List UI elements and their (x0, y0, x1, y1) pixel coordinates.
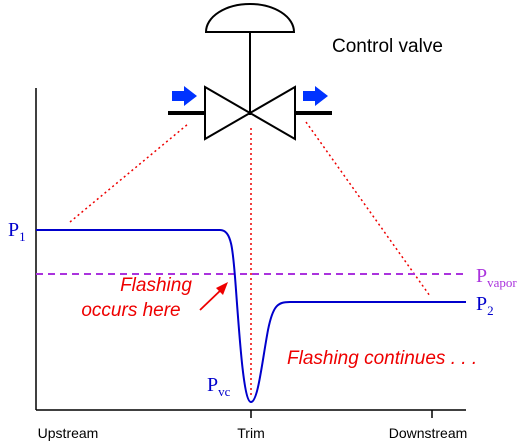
x-label-downstream: Downstream (389, 425, 468, 441)
annotation-flashing-continues: Flashing continues . . . (287, 348, 477, 369)
dotted-guide-lines (69, 121, 431, 398)
annotation-flashing-line2: occurs here (81, 300, 180, 321)
outlet-flow-arrow-icon (303, 86, 328, 106)
label-pvapor: Pvapor (476, 265, 517, 290)
label-p1: P1 (8, 219, 26, 244)
pressure-curve (36, 229, 466, 404)
x-label-upstream: Upstream (38, 425, 99, 441)
annotation-flashing-line1: Flashing (120, 275, 192, 296)
guide-upstream (69, 123, 189, 223)
control-valve-icon (168, 85, 332, 141)
inlet-flow-arrow-icon (172, 86, 197, 106)
guide-downstream (305, 121, 431, 297)
annotation-arrow-icon (199, 282, 228, 311)
label-pvc: Pvc (207, 374, 231, 399)
axes (35, 88, 466, 418)
x-label-trim: Trim (237, 425, 264, 441)
diagram-title: Control valve (332, 36, 443, 57)
label-p2: P2 (476, 293, 494, 318)
actuator-dome-icon (204, 3, 296, 115)
